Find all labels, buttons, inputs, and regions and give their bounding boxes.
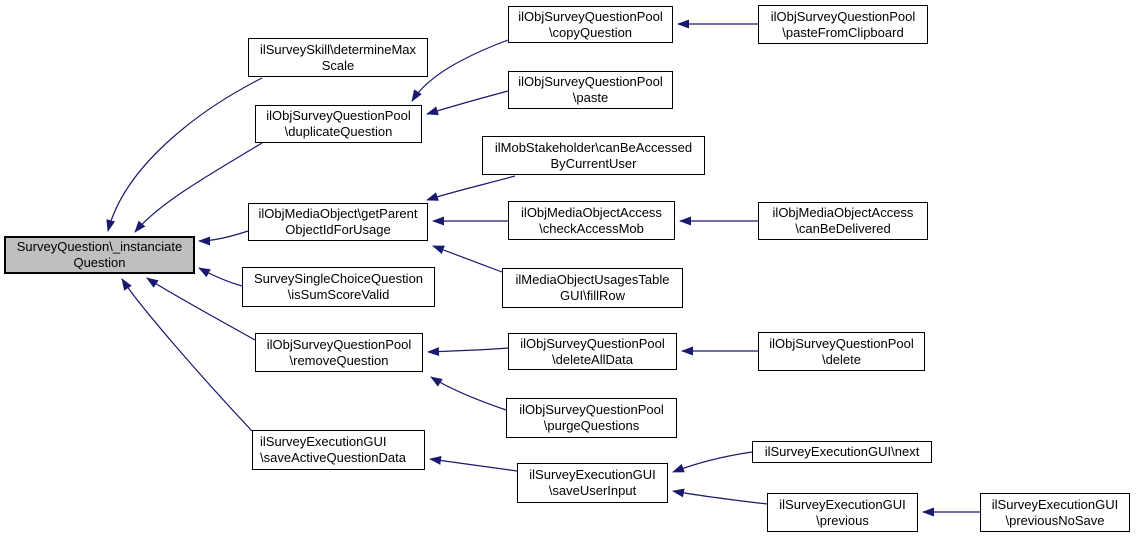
edge-il-survey-execution-gui-next--to--il-survey-execution-gui-save-user-input bbox=[672, 451, 753, 473]
edge-il-obj-survey-question-pool-copy-question--to--il-obj-survey-question-pool-duplicate-question bbox=[411, 39, 509, 102]
node-il-obj-survey-question-pool-remove-question[interactable]: ilObjSurveyQuestionPool\removeQuestion bbox=[255, 333, 423, 372]
edge-survey-single-choice-question-is-sum-score-valid--to--survey-question-instanciate-question bbox=[198, 267, 243, 287]
node-il-obj-media-object-access-check-access-mob[interactable]: ilObjMediaObjectAccess\checkAccessMob bbox=[508, 201, 675, 240]
node-label-line: Question bbox=[73, 255, 126, 270]
node-label-line: ilSurveyExecutionGUI bbox=[779, 496, 906, 512]
node-label-line: ilObjMediaObjectAccess bbox=[772, 205, 914, 220]
node-label-line: ilObjMediaObjectAccess bbox=[521, 204, 662, 220]
node-label-line: ilObjSurveyQuestionPool bbox=[769, 335, 914, 351]
node-label-line: ilObjSurveyQuestionPool bbox=[518, 74, 663, 89]
node-label-line: Scale bbox=[321, 57, 355, 73]
edge-il-obj-survey-question-pool-purge-questions--to--il-obj-survey-question-pool-remove-question bbox=[430, 376, 507, 411]
node-label-line: ilSurveySkill\determineMax bbox=[259, 41, 417, 57]
node-label-line: ilObjSurveyQuestionPool bbox=[520, 335, 665, 351]
edge-il-survey-execution-gui-save-user-input--to--il-survey-execution-gui-save-active-question-data bbox=[429, 455, 518, 472]
node-label-line: ilObjSurveyQuestionPool bbox=[770, 8, 916, 24]
edge-il-obj-survey-question-pool-remove-question--to--survey-question-instanciate-question bbox=[146, 277, 256, 341]
node-il-obj-survey-question-pool-duplicate-question[interactable]: ilObjSurveyQuestionPool\duplicateQuestio… bbox=[255, 105, 422, 143]
node-il-obj-survey-question-pool-paste[interactable]: ilObjSurveyQuestionPool\paste bbox=[508, 71, 673, 109]
node-label-line: \deleteAllData bbox=[552, 351, 633, 367]
edge-il-obj-survey-question-pool-duplicate-question--to--survey-question-instanciate-question bbox=[134, 142, 263, 233]
node-il-obj-survey-question-pool-paste-from-clipboard[interactable]: ilObjSurveyQuestionPool\pasteFromClipboa… bbox=[758, 5, 928, 44]
node-il-obj-survey-question-pool-copy-question[interactable]: ilObjSurveyQuestionPool\copyQuestion bbox=[508, 6, 673, 43]
node-label-line: ilSurveyExecutionGUI bbox=[529, 467, 656, 482]
edge-il-obj-survey-question-pool-delete-all-data--to--il-obj-survey-question-pool-remove-question bbox=[427, 347, 509, 357]
node-il-survey-execution-gui-previous-no-save[interactable]: ilSurveyExecutionGUI\previousNoSave bbox=[980, 493, 1130, 532]
node-il-survey-execution-gui-next[interactable]: ilSurveyExecutionGUI\next bbox=[752, 441, 932, 463]
node-il-obj-survey-question-pool-delete-all-data[interactable]: ilObjSurveyQuestionPool\deleteAllData bbox=[508, 333, 677, 370]
node-label-line: \saveUserInput bbox=[548, 483, 637, 498]
node-label-line: \copyQuestion bbox=[548, 24, 633, 40]
node-label-line: \saveActiveQuestionData bbox=[260, 450, 406, 465]
node-label-line: \removeQuestion bbox=[289, 352, 389, 368]
node-label-line: ilMediaObjectUsagesTable bbox=[515, 272, 670, 287]
node-label-line: ilMobStakeholder\canBeAccessed bbox=[494, 139, 693, 155]
edge-il-survey-execution-gui-save-active-question-data--to--survey-question-instanciate-question bbox=[121, 278, 253, 432]
node-label-line: \delete bbox=[821, 351, 862, 367]
node-label-line: ilObjSurveyQuestionPool bbox=[266, 108, 411, 123]
node-label-line: \previous bbox=[816, 512, 869, 528]
node-label-line: ilSurveyExecutionGUI bbox=[260, 434, 387, 449]
node-label-line: \purgeQuestions bbox=[543, 418, 640, 433]
node-label-line: ByCurrentUser bbox=[550, 155, 637, 171]
node-il-obj-media-object-access-can-be-delivered[interactable]: ilObjMediaObjectAccess\canBeDelivered bbox=[758, 202, 928, 240]
node-label-line: ilObjSurveyQuestionPool bbox=[519, 402, 664, 417]
node-label-line: ilObjMediaObject\getParent bbox=[258, 206, 418, 221]
node-label-line: ObjectIdForUsage bbox=[285, 222, 391, 237]
node-il-survey-execution-gui-save-user-input[interactable]: ilSurveyExecutionGUI\saveUserInput bbox=[517, 463, 668, 503]
edge-il-media-object-usages-table-gui-fill-row--to--il-obj-media-object-get-parent-object-id-for-usage bbox=[432, 245, 503, 273]
node-label-line: \isSumScoreValid bbox=[287, 287, 390, 302]
edge-il-obj-media-object-get-parent-object-id-for-usage--to--survey-question-instanciate-question bbox=[198, 230, 249, 246]
node-label-line: \duplicateQuestion bbox=[284, 124, 393, 139]
node-label-line: ilObjSurveyQuestionPool bbox=[518, 8, 663, 24]
node-label-line: \paste bbox=[572, 90, 609, 105]
node-label-line: \previousNoSave bbox=[1005, 512, 1105, 528]
node-label-line: ilObjSurveyQuestionPool bbox=[266, 336, 412, 352]
node-label-line: SurveySingleChoiceQuestion bbox=[253, 271, 424, 286]
node-label-line: \canBeDelivered bbox=[795, 221, 891, 236]
node-label-line: \pasteFromClipboard bbox=[782, 24, 904, 40]
edge-il-mob-stakeholder-can-be-accessed-by-current-user--to--il-obj-media-object-get-parent-object-id-for-usage bbox=[426, 175, 516, 201]
edge-il-survey-skill-determine-max-scale--to--survey-question-instanciate-question bbox=[106, 77, 263, 232]
node-label-line: ilSurveyExecutionGUI bbox=[991, 496, 1119, 512]
node-il-survey-execution-gui-save-active-question-data[interactable]: ilSurveyExecutionGUI\saveActiveQuestionD… bbox=[252, 430, 425, 470]
node-il-survey-execution-gui-previous[interactable]: ilSurveyExecutionGUI\previous bbox=[767, 493, 918, 532]
node-label-line: SurveyQuestion\_instanciate bbox=[16, 239, 183, 254]
node-survey-single-choice-question-is-sum-score-valid[interactable]: SurveySingleChoiceQuestion\isSumScoreVal… bbox=[242, 267, 435, 307]
node-il-obj-survey-question-pool-delete[interactable]: ilObjSurveyQuestionPool\delete bbox=[758, 332, 925, 371]
edge-il-survey-execution-gui-previous--to--il-survey-execution-gui-save-user-input bbox=[672, 488, 768, 505]
edge-il-obj-survey-question-pool-paste--to--il-obj-survey-question-pool-duplicate-question bbox=[426, 90, 509, 116]
node-label-line: ilSurveyExecutionGUI\next bbox=[764, 444, 920, 459]
node-label-line: GUI\fillRow bbox=[559, 288, 625, 303]
node-label-line: \checkAccessMob bbox=[539, 220, 644, 236]
node-il-obj-survey-question-pool-purge-questions[interactable]: ilObjSurveyQuestionPool\purgeQuestions bbox=[506, 398, 677, 438]
